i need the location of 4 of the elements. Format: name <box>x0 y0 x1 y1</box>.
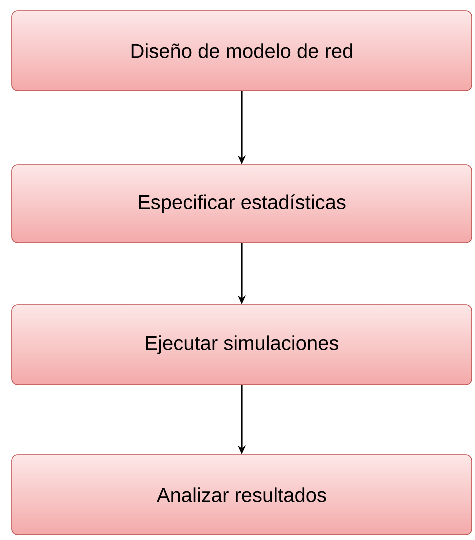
process-box: Analizar resultados <box>12 454 472 536</box>
process-box: Ejecutar simulaciones <box>12 304 472 386</box>
process-box: Diseño de modelo de red <box>12 10 472 92</box>
process-box: Especificar estadísticas <box>12 164 472 244</box>
